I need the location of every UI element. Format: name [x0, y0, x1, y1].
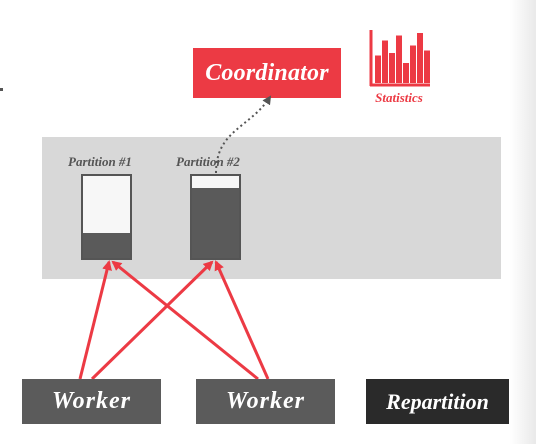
statistics-bar: [382, 40, 388, 83]
worker-2-to-partition-1-arrow: [111, 260, 259, 381]
worker-2-box: Worker: [196, 379, 335, 424]
statistics-bar: [389, 53, 395, 83]
statistics-bar: [375, 55, 381, 83]
worker-1-label: Worker: [52, 388, 131, 414]
repartition-button[interactable]: Repartition: [366, 379, 509, 424]
partition-2: [190, 174, 241, 260]
statistics-label: Statistics: [375, 90, 423, 105]
worker-2-label: Worker: [226, 388, 305, 414]
statistics-bar: [410, 45, 416, 83]
coordinator-box: Coordinator: [193, 48, 341, 98]
page-edge-shadow: [510, 0, 536, 444]
repartition-label: Repartition: [386, 388, 489, 414]
partition-2-label: Partition #2: [176, 154, 240, 169]
statistics-bar: [403, 63, 409, 83]
worker-1-to-partition-2-arrow: [90, 260, 214, 381]
statistics-bar: [417, 33, 423, 83]
partition-1-label: Partition #1: [68, 154, 132, 169]
coordinator-stats-arrow: [215, 95, 272, 174]
partition-1: [81, 174, 132, 260]
coordinator-label: Coordinator: [205, 59, 329, 86]
partition-2-fill: [192, 188, 239, 258]
worker-1-to-partition-1-arrow: [78, 260, 112, 380]
statistics-chart-icon: [369, 30, 430, 87]
statistics-bar: [424, 50, 430, 83]
partition-1-fill: [83, 233, 130, 258]
edge-mark: [0, 88, 3, 91]
statistics-bar: [396, 35, 402, 83]
worker-2-to-partition-2-arrow: [214, 260, 270, 380]
worker-1-box: Worker: [22, 379, 161, 424]
